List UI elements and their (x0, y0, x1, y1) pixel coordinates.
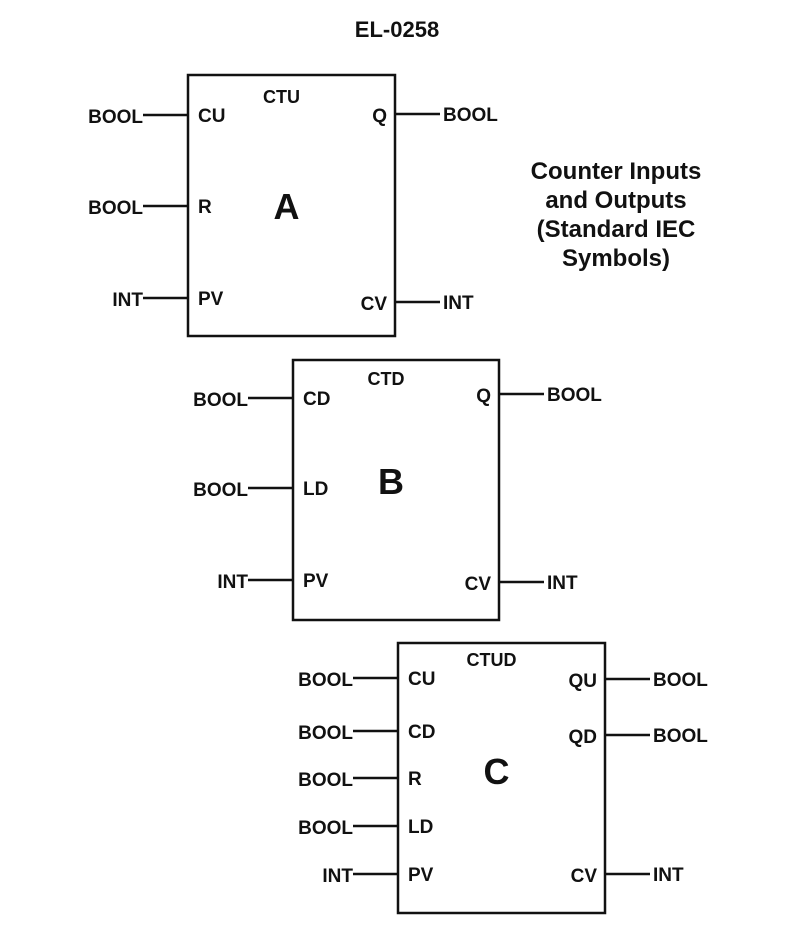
block-letter: B (378, 461, 404, 502)
output-pin-label: QD (569, 727, 598, 748)
output-type-label: INT (653, 865, 684, 886)
input-pin-label: PV (303, 571, 329, 592)
caption-line: Symbols) (562, 245, 670, 272)
function-block-ctu: CTU A CU BOOL R BOOL PV INT Q BOOL CV INT (88, 73, 498, 338)
input-type-label: BOOL (88, 198, 143, 219)
block-type-label: CTUD (467, 650, 517, 670)
input-type-label: BOOL (298, 770, 353, 791)
output-pin-label: CV (571, 866, 598, 887)
input-pin-label: PV (408, 865, 434, 886)
input-pin-label: CU (408, 669, 435, 690)
input-type-label: INT (112, 290, 143, 311)
function-blocks: CTU A CU BOOL R BOOL PV INT Q BOOL CV INT CTD B CD BOOL… (88, 73, 708, 915)
input-type-label: BOOL (88, 107, 143, 128)
input-pin-label: CU (198, 106, 225, 127)
block-frame (291, 358, 501, 622)
input-pin-label: LD (408, 817, 433, 838)
block-type-label: CTU (263, 87, 300, 107)
caption-line: and Outputs (545, 187, 686, 214)
caption: Counter Inputs and Outputs (Standard IEC… (531, 158, 702, 272)
input-type-label: BOOL (298, 670, 353, 691)
input-type-label: BOOL (193, 480, 248, 501)
block-letter: A (274, 186, 300, 227)
block-frame (396, 641, 607, 915)
input-pin-label: CD (408, 722, 435, 743)
input-type-label: INT (322, 866, 353, 887)
input-type-label: INT (217, 572, 248, 593)
output-type-label: BOOL (547, 385, 602, 406)
input-pin-label: CD (303, 389, 330, 410)
output-type-label: BOOL (653, 670, 708, 691)
input-type-label: BOOL (298, 723, 353, 744)
output-type-label: BOOL (443, 105, 498, 126)
input-pin-label: R (198, 197, 212, 218)
output-type-label: BOOL (653, 726, 708, 747)
input-pin-label: R (408, 769, 422, 790)
input-type-label: BOOL (298, 818, 353, 839)
function-block-ctud: CTUD C CU BOOL CD BOOL R BOOL LD BOOL PV INT QU BOOL Q… (298, 641, 708, 915)
output-type-label: INT (547, 573, 578, 594)
output-pin-label: CV (465, 574, 492, 595)
block-frame (186, 73, 397, 338)
block-letter: C (484, 751, 510, 792)
input-pin-label: PV (198, 289, 224, 310)
caption-line: (Standard IEC (537, 216, 696, 243)
output-pin-label: Q (476, 386, 491, 407)
input-type-label: BOOL (193, 390, 248, 411)
output-pin-label: CV (361, 294, 388, 315)
diagram-title: EL-0258 (355, 17, 439, 42)
input-pin-label: LD (303, 479, 328, 500)
output-type-label: INT (443, 293, 474, 314)
block-type-label: CTD (368, 369, 405, 389)
output-pin-label: Q (372, 106, 387, 127)
caption-line: Counter Inputs (531, 158, 702, 185)
output-pin-label: QU (569, 671, 598, 692)
function-block-ctd: CTD B CD BOOL LD BOOL PV INT Q BOOL CV INT (193, 358, 602, 622)
